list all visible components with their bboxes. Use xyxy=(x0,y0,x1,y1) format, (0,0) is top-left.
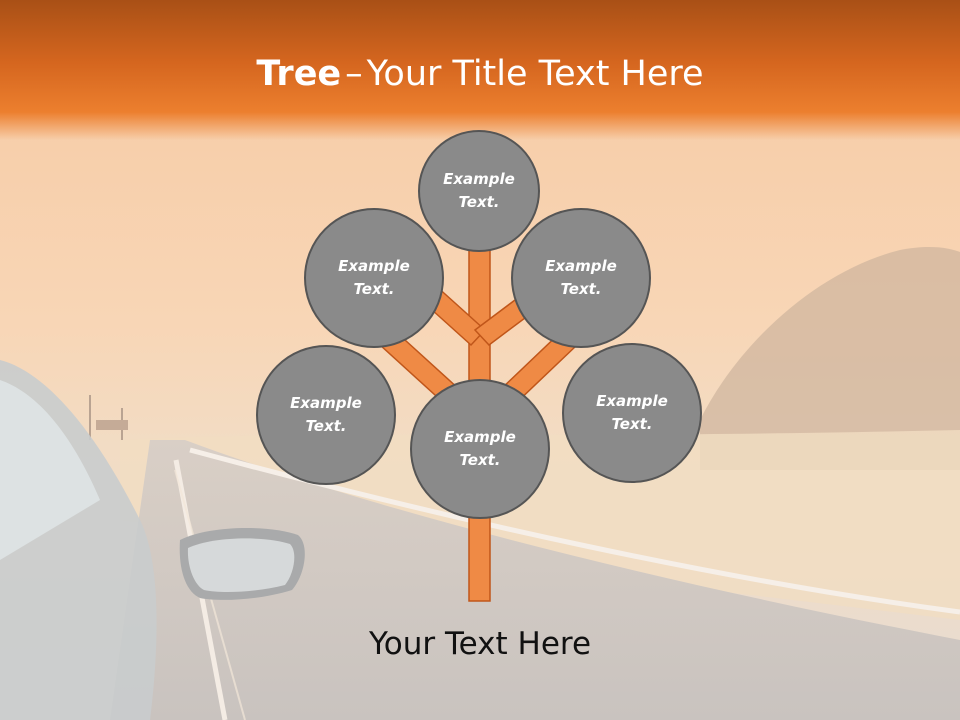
tree-node-right: Example Text. xyxy=(562,343,702,483)
slide-caption: Your Text Here xyxy=(368,626,592,662)
tree-node-upper-left-label: Example Text. xyxy=(338,257,410,298)
slide-title: Tree–Your Title Text Here xyxy=(0,50,960,98)
tree-node-right-label: Example Text. xyxy=(596,392,668,433)
tree-node-top-label: Example Text. xyxy=(443,170,515,211)
title-dash: – xyxy=(345,54,363,94)
tree-node-center: Example Text. xyxy=(410,379,550,519)
tree-node-center-label: Example Text. xyxy=(444,428,516,469)
tree-node-left: Example Text. xyxy=(256,345,396,485)
title-header-band xyxy=(0,0,960,140)
tree-node-upper-right: Example Text. xyxy=(511,208,651,348)
title-text: Your Title Text Here xyxy=(366,54,704,94)
tree-node-top: Example Text. xyxy=(418,130,540,252)
tree-node-left-label: Example Text. xyxy=(290,394,362,435)
title-bold-word: Tree xyxy=(256,54,342,94)
tree-node-upper-right-label: Example Text. xyxy=(545,257,617,298)
tree-node-upper-left: Example Text. xyxy=(304,208,444,348)
